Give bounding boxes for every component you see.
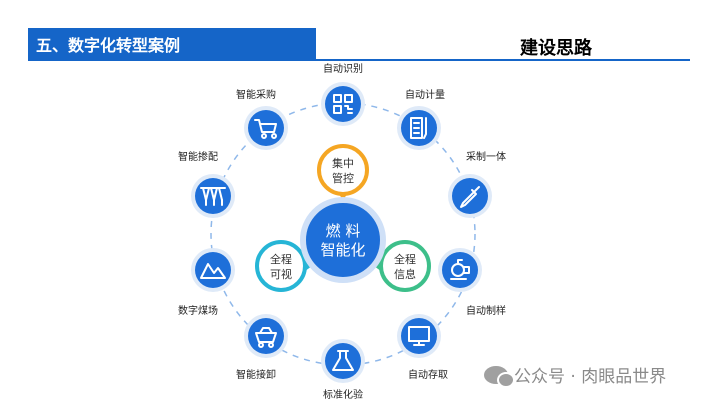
header-divider: [28, 59, 690, 61]
node-label: 采制一体: [466, 150, 506, 163]
process-node: 自动制样: [438, 248, 506, 317]
node-label: 智能掺配: [178, 150, 218, 163]
section-title: 五、数字化转型案例: [36, 36, 181, 55]
node-circle: [442, 252, 478, 288]
process-node: 数字煤场: [178, 248, 235, 317]
node-circle: [325, 343, 361, 379]
blending-icon: [200, 187, 226, 206]
flask-icon: [332, 350, 354, 371]
process-node: 智能接卸: [236, 314, 288, 381]
satellite-circle: [379, 240, 431, 292]
watermark: 公众号 · 肉眼品世界: [484, 362, 667, 388]
process-node: 智能掺配: [178, 150, 235, 218]
center-label-line2: 智能化: [320, 241, 365, 259]
coal-pile-icon: [200, 263, 226, 279]
center-hub: 燃 料 智能化: [300, 197, 386, 283]
center-label-line1: 燃 料: [326, 222, 361, 240]
process-node: 自动计量: [397, 88, 445, 150]
process-node: 自动存取: [397, 314, 448, 381]
node-circle: [401, 318, 437, 354]
shopping-cart-icon: [254, 119, 277, 139]
node-circle: [325, 86, 361, 122]
node-label: 标准化验: [323, 388, 363, 401]
satellite-label-line1: 全程: [270, 252, 292, 266]
wechat-logo-icon: [484, 365, 515, 388]
process-node: 自动识别: [321, 62, 365, 126]
section-title-banner: 五、数字化转型案例: [28, 28, 316, 60]
dropper-icon: [460, 186, 480, 208]
monitor-icon: [408, 326, 430, 346]
satellite-circle: [317, 144, 369, 196]
node-label: 自动识别: [323, 62, 363, 75]
coal-cart-icon: [255, 327, 277, 348]
node-label: 智能接卸: [236, 368, 276, 381]
node-circle: [248, 318, 284, 354]
satellite-label-line2: 管控: [332, 171, 354, 185]
satellite-label-line2: 信息: [394, 267, 416, 281]
satellite-label-line1: 集中: [332, 156, 354, 170]
node-label: 自动计量: [405, 88, 445, 101]
node-label: 自动制样: [466, 304, 506, 317]
satellite-label-line1: 全程: [394, 252, 416, 266]
satellite-circle: [255, 240, 307, 292]
watermark-text: 公众号 · 肉眼品世界: [514, 367, 667, 387]
measurement-icon: [410, 117, 427, 139]
process-node: 标准化验: [321, 339, 365, 401]
satellite-label-line2: 可视: [270, 267, 292, 281]
page-title: 建设思路: [520, 38, 592, 59]
node-circle: [248, 110, 284, 146]
node-label: 智能采购: [236, 88, 276, 101]
process-node: 智能采购: [236, 88, 288, 150]
process-node: 采制一体: [448, 150, 506, 218]
node-label: 自动存取: [408, 368, 448, 381]
center-circle: [300, 197, 386, 283]
crusher-icon: [450, 259, 470, 280]
qr-code-icon: [333, 94, 353, 114]
node-label: 数字煤场: [178, 304, 218, 317]
